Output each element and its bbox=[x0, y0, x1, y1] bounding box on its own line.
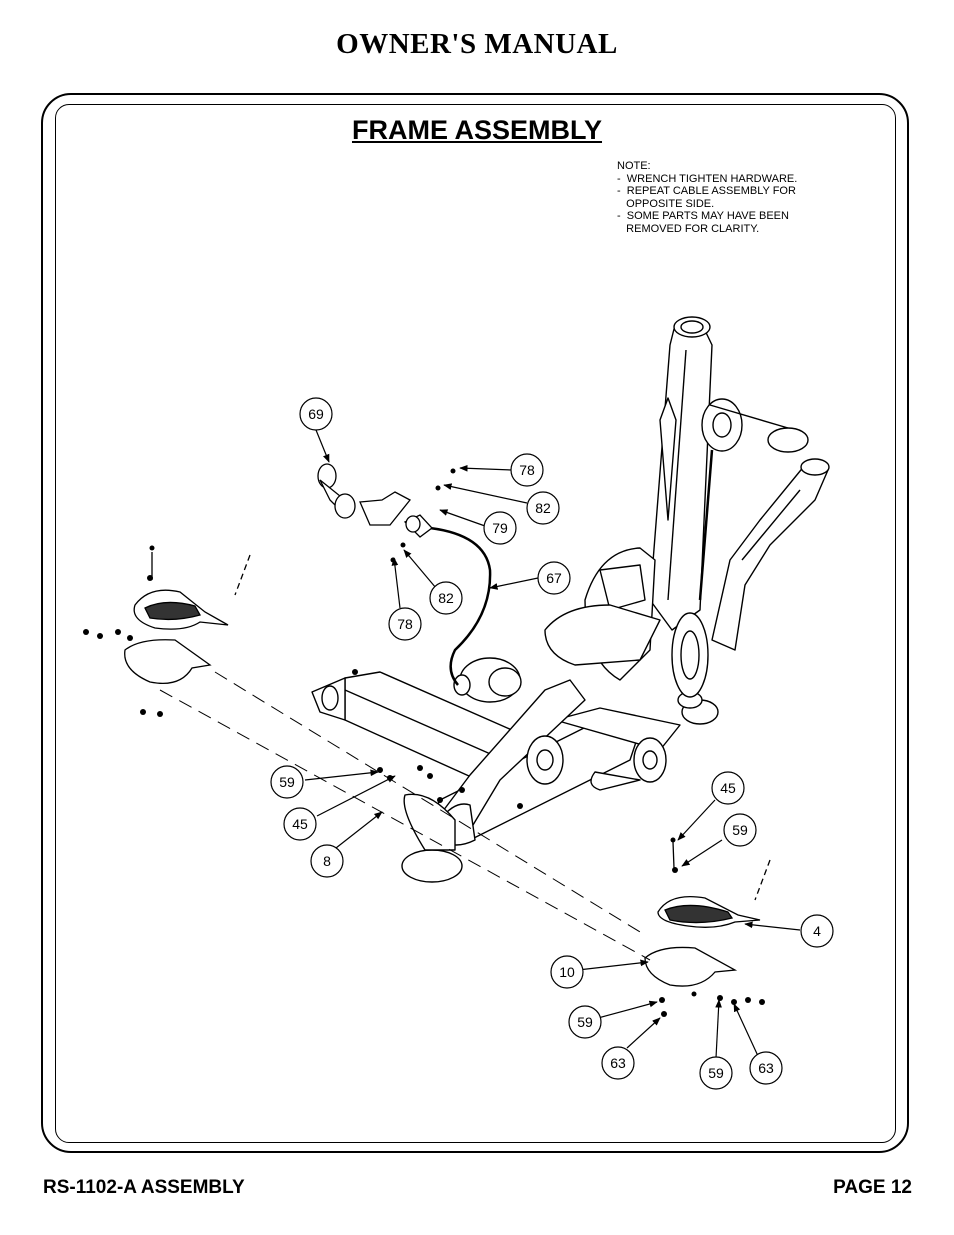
callout-balloon bbox=[510, 453, 544, 487]
callout-balloon bbox=[526, 491, 560, 525]
callout-balloon bbox=[601, 1046, 635, 1080]
front-foot bbox=[401, 793, 463, 883]
callout-balloon bbox=[550, 955, 584, 989]
callout-balloon bbox=[429, 581, 463, 615]
callout-number: 82 bbox=[535, 500, 551, 516]
frame-border-inner bbox=[55, 104, 896, 1143]
note-line: NOTE: bbox=[617, 160, 651, 172]
callout-balloon bbox=[800, 914, 834, 948]
callout-number: 10 bbox=[559, 964, 575, 980]
callout-number: 63 bbox=[758, 1060, 774, 1076]
callout-number: 63 bbox=[610, 1055, 626, 1071]
note-line: - WRENCH TIGHTEN HARDWARE. bbox=[617, 172, 798, 185]
note-line: - SOME PARTS MAY HAVE BEEN bbox=[617, 210, 789, 222]
callout-number: 82 bbox=[438, 590, 454, 606]
callout-number: 78 bbox=[397, 616, 413, 632]
callout-balloon bbox=[749, 1051, 783, 1085]
note-line: REMOVED FOR CLARITY. bbox=[617, 222, 760, 235]
left-pedal bbox=[124, 552, 251, 685]
callout-balloon bbox=[388, 607, 422, 641]
cable bbox=[429, 526, 492, 686]
center-lines bbox=[159, 671, 651, 961]
manual-title: OWNER'S MANUAL bbox=[336, 28, 618, 60]
seat-plate bbox=[544, 604, 661, 666]
callout-number: 59 bbox=[708, 1065, 724, 1081]
callout-number: 69 bbox=[308, 406, 324, 422]
callout-number: 4 bbox=[813, 923, 821, 939]
left-pedal-hardware bbox=[83, 545, 163, 717]
callout-balloon bbox=[283, 807, 317, 841]
section-title: FRAME ASSEMBLY bbox=[351, 115, 603, 145]
note-line: - REPEAT CABLE ASSEMBLY FOR bbox=[617, 185, 796, 197]
cable-end-hardware bbox=[317, 463, 433, 538]
callout-number: 79 bbox=[492, 520, 508, 536]
callout-balloon bbox=[537, 561, 571, 595]
callout-number: 45 bbox=[720, 780, 736, 796]
post-pulley bbox=[671, 612, 709, 698]
callout-balloon bbox=[310, 844, 344, 878]
callout-balloon bbox=[299, 397, 333, 431]
assembly-note: NOTE: - WRENCH TIGHTEN HARDWARE. - REPEA… bbox=[617, 160, 797, 235]
leader-lines bbox=[304, 429, 801, 1059]
callout-number: 8 bbox=[323, 853, 331, 869]
callout-number: 67 bbox=[546, 570, 562, 586]
callout-balloon bbox=[699, 1056, 733, 1090]
upright-post bbox=[649, 316, 713, 631]
callout-balloon bbox=[270, 765, 304, 799]
frame-border-outer bbox=[41, 93, 909, 1153]
right-pedal bbox=[644, 841, 771, 987]
side-pulley bbox=[526, 735, 667, 791]
frame-bolts bbox=[352, 468, 523, 809]
callout-balloon bbox=[568, 1005, 602, 1039]
callout-number: 59 bbox=[577, 1014, 593, 1030]
top-pulley bbox=[698, 398, 809, 601]
rear-feet bbox=[677, 691, 719, 725]
callout-balloon bbox=[711, 771, 745, 805]
footer-assembly-label: RS-1102-A ASSEMBLY bbox=[43, 1177, 245, 1198]
footer-page-number: PAGE 12 bbox=[833, 1177, 912, 1198]
callout-balloons bbox=[270, 397, 834, 1090]
callout-number: 45 bbox=[292, 816, 308, 832]
callout-balloon bbox=[723, 813, 757, 847]
callout-balloon bbox=[483, 511, 517, 545]
callout-number: 78 bbox=[519, 462, 535, 478]
callout-number: 59 bbox=[279, 774, 295, 790]
cable-pulley bbox=[453, 657, 522, 703]
callout-number: 59 bbox=[732, 822, 748, 838]
note-line: OPPOSITE SIDE. bbox=[617, 197, 715, 210]
handle-arm bbox=[711, 458, 830, 651]
